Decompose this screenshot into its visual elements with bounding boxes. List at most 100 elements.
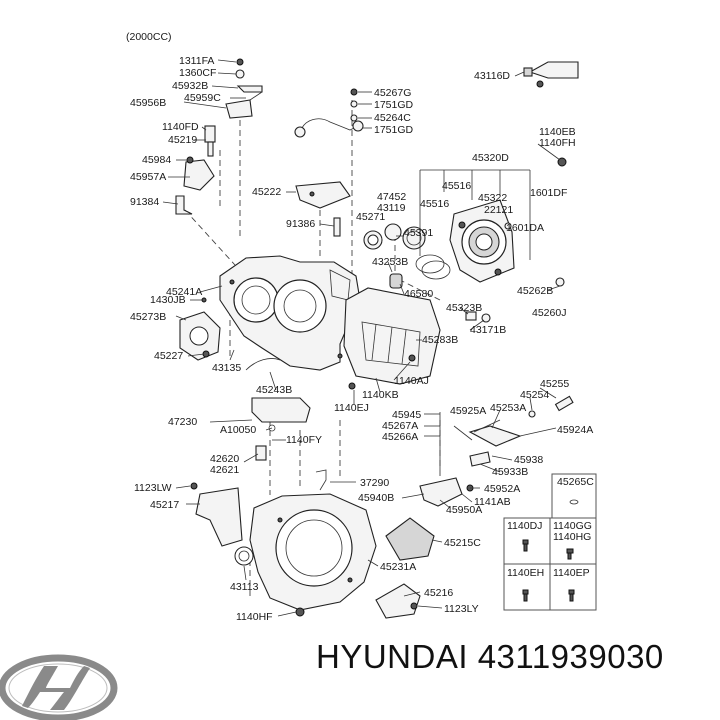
part-label: 43119 [377, 202, 406, 214]
small-parts-mid [245, 311, 491, 491]
part-label: 1140FD [162, 121, 199, 133]
part-label: 45241A [166, 286, 202, 298]
transfer-cover [449, 157, 567, 287]
part-label: 45956B [130, 97, 166, 109]
part-label: 45255 [540, 378, 569, 390]
converter-housing [249, 493, 377, 611]
part-label: 45264C [374, 112, 411, 124]
part-label: 43113 [230, 581, 259, 593]
part-label: A10050 [220, 424, 256, 436]
part-label: 45243B [256, 384, 292, 396]
table-cell-label: 1140EH [507, 567, 544, 579]
bolt-icon [522, 589, 529, 602]
part-label: 22121 [484, 204, 513, 216]
bolt-icon [522, 539, 529, 552]
part-number: 4311939030 [477, 638, 664, 675]
part-label: 45952A [484, 483, 520, 495]
part-label: 45222 [252, 186, 281, 198]
fastener-table: 45265C 1140DJ 1140GG 1140HG 1140EH 1140E… [503, 473, 597, 611]
part-label: 1141AB [474, 496, 511, 508]
part-label: 45254 [520, 389, 549, 401]
part-label: 45320D [472, 152, 509, 164]
part-label: 45231A [380, 561, 416, 573]
part-label: 43116D [474, 70, 510, 82]
part-label: 45266A [382, 431, 418, 443]
part-label: 45957A [130, 171, 166, 183]
part-label: 1140HF [236, 611, 273, 623]
part-label: 42621 [210, 464, 239, 476]
part-label: 1140EB [539, 126, 576, 138]
part-label: 1123LW [134, 482, 172, 494]
part-label: 1140AJ [394, 375, 429, 387]
part-label: 45932B [172, 80, 208, 92]
part-number-labels: 1311FA 1360CF 45932B 45956B 45959C 1140F… [130, 55, 593, 623]
oil-cooler-pipe [294, 88, 364, 138]
left-cover [179, 297, 221, 361]
part-label: 42620 [210, 453, 239, 465]
part-label: 45267A [382, 420, 418, 432]
part-label: 45925A [450, 405, 486, 417]
part-label: 1601DA [506, 222, 544, 234]
part-label: 47230 [168, 416, 197, 428]
transmission-case [219, 255, 361, 371]
part-label: 45262B [517, 285, 553, 297]
table-cell-label: 1140GG [553, 520, 592, 532]
part-label: 91384 [130, 196, 159, 208]
table-cell-label: 1140DJ [507, 520, 542, 532]
part-label: 45322 [478, 192, 507, 204]
part-label: 45516 [442, 180, 471, 192]
part-label: 1140FH [539, 137, 576, 149]
part-label: 45227 [154, 350, 183, 362]
part-label: 91386 [286, 218, 315, 230]
shift-lever-assembly [175, 58, 263, 215]
part-label: 45950A [446, 504, 482, 516]
bolt-icon [566, 548, 574, 560]
leader-lines [162, 59, 561, 617]
part-label: 43171B [470, 324, 506, 336]
part-label: 45267G [374, 87, 411, 99]
part-label: 45273B [130, 311, 166, 323]
part-label: 1140FY [286, 434, 322, 446]
part-label: 45253A [490, 402, 526, 414]
part-label: 1140KB [362, 389, 399, 401]
seal-rings [363, 223, 451, 289]
part-label: 45323B [446, 302, 482, 314]
part-label: 43253B [372, 256, 408, 268]
hyundai-logo-icon [0, 654, 118, 720]
part-label: 1123LY [444, 603, 479, 615]
part-label: 45219 [168, 134, 197, 146]
part-label: 45260J [532, 307, 566, 319]
part-label: 1430JB [150, 294, 186, 306]
table-cell-label: 1140EP [553, 567, 590, 579]
part-label: 1140EJ [334, 402, 369, 414]
part-label: 45283B [422, 334, 458, 346]
manual-lever-linkage [419, 395, 574, 507]
lower-right-brackets [295, 517, 435, 619]
part-label: 45938 [514, 454, 543, 466]
table-cell-label: 1140HG [553, 531, 591, 543]
part-label: 45217 [150, 499, 179, 511]
part-label: 45940B [358, 492, 394, 504]
part-label: 45391 [404, 227, 433, 239]
part-label: 45945 [392, 409, 421, 421]
part-label: 45215C [444, 537, 481, 549]
part-label: 46580 [404, 288, 433, 300]
sealant-tube [523, 61, 579, 88]
part-label: 1601DF [530, 187, 567, 199]
part-label: 45933B [492, 466, 528, 478]
oil-pan [343, 287, 441, 385]
part-label: 37290 [360, 477, 389, 489]
part-label: 1751GD [374, 124, 414, 136]
part-label: 45216 [424, 587, 453, 599]
engine-size-note: (2000CC) [126, 31, 172, 43]
bracket-45222 [295, 181, 351, 237]
product-caption: HYUNDAI 4311939030 [316, 638, 716, 686]
part-label: 45516 [420, 198, 449, 210]
part-label: 43135 [212, 362, 241, 374]
part-label: 47452 [377, 191, 406, 203]
part-label: 1751GD [374, 99, 414, 111]
bracket-45217 [190, 482, 254, 566]
brand-name: HYUNDAI [316, 638, 469, 675]
part-label: 45959C [184, 92, 221, 104]
